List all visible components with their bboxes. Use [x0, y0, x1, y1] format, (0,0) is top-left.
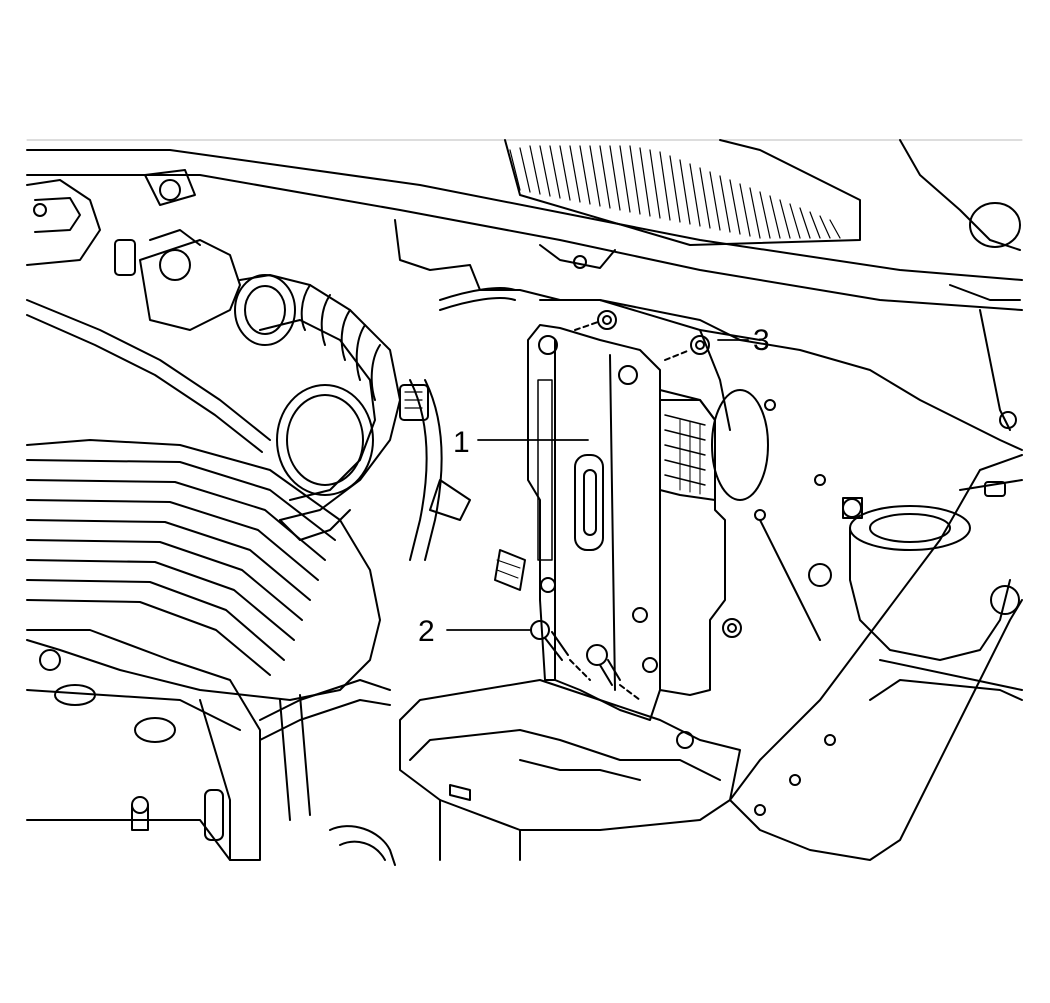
callout-1-label: 1	[453, 426, 470, 459]
ecm-module	[527, 324, 726, 721]
air-cleaner-strap	[259, 679, 391, 821]
callout-2-label: 2	[418, 615, 435, 648]
wiring-bracket	[399, 384, 526, 591]
bolt-lower-left	[530, 620, 591, 681]
fender-rail	[729, 454, 1023, 861]
ecm-connector	[659, 399, 716, 501]
bolt-lower-right	[586, 644, 641, 701]
coolant-reservoir	[26, 179, 101, 266]
floor-tray	[399, 679, 741, 861]
strut-tower	[842, 497, 1011, 661]
nut-right-side	[722, 618, 742, 638]
air-intake-duct	[239, 274, 401, 541]
firewall	[394, 219, 1023, 641]
lower-duct	[329, 825, 396, 866]
callout-leaders	[446, 339, 749, 631]
coolant-hoses	[26, 287, 516, 561]
callout-3-label: 3	[753, 324, 770, 357]
wiper-grille	[509, 145, 841, 239]
battery-box	[26, 629, 261, 861]
nut-upper-left	[574, 310, 617, 331]
nut-upper-right	[664, 335, 710, 361]
engine-cover	[26, 439, 381, 701]
cowl-panel	[26, 139, 1023, 431]
throttle-body	[114, 169, 296, 346]
